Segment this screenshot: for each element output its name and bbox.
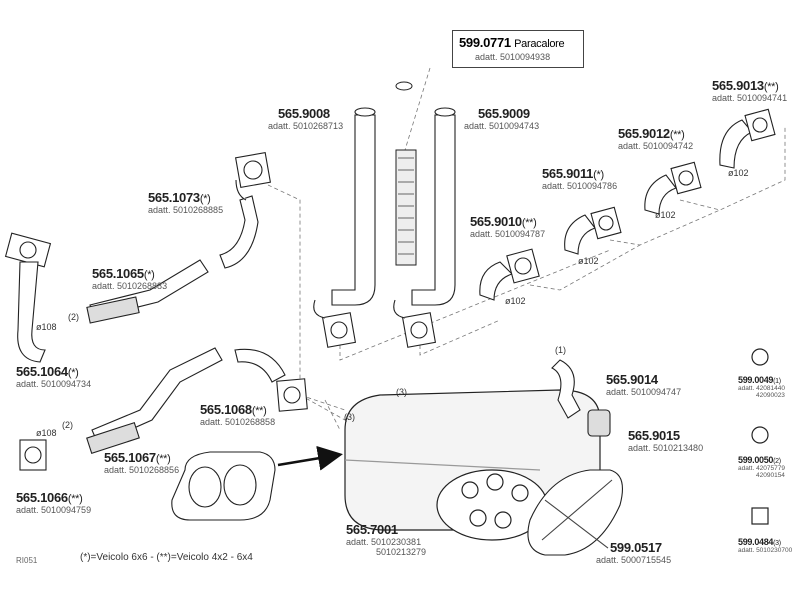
gasket-right: [527, 469, 623, 556]
diameter-label: ø108: [36, 428, 57, 438]
diagram-code: RI051: [16, 556, 38, 565]
callout: (1): [555, 345, 566, 355]
part-adatt: adatt. 5010094938: [475, 52, 551, 62]
leader-lines: [267, 67, 786, 431]
label-565-1065: 565.1065(*) adatt. 5010268883: [92, 266, 168, 291]
label-565-9011: 565.9011(*) adatt. 5010094786: [542, 166, 618, 191]
diameter-label: ø102: [505, 296, 526, 306]
diameter-label: ø102: [655, 210, 676, 220]
callout: (3): [396, 387, 407, 397]
diameter-label: ø102: [578, 256, 599, 266]
label-565-1068: 565.1068(**) adatt. 5010268858: [200, 402, 276, 427]
label-565-9014: 565.9014 adatt. 5010094747: [606, 372, 682, 397]
lower-left-pipes: [19, 347, 308, 471]
elbow-pipes: [479, 108, 776, 301]
label-565-9010: 565.9010(**) adatt. 5010094787: [470, 214, 546, 239]
callout: (2): [68, 312, 79, 322]
label-565-9008: 565.9008 adatt. 5010268713: [268, 106, 344, 131]
part-number: 599.0771 Paracalore: [459, 35, 565, 50]
label-565-9012: 565.9012(**) adatt. 5010094742: [618, 126, 694, 151]
callout: (3): [344, 412, 355, 422]
label-565-1067: 565.1067(**) adatt. 5010268856: [104, 450, 180, 475]
tail-pipe: [551, 359, 611, 437]
heat-shield-label-box: 599.0771 Paracalore adatt. 5010094938: [452, 30, 584, 68]
callout: (2): [62, 420, 73, 430]
label-565-1073: 565.1073(*) adatt. 5010268885: [148, 190, 224, 215]
label-599-0050: 599.0050(2) adatt. 42075779 42090154: [738, 455, 785, 479]
clamp-icons: [751, 348, 769, 525]
heat-shield-drawing: [395, 81, 417, 266]
legend-text: (*)=Veicolo 6x6 - (**)=Veicolo 4x2 - 6x4: [80, 552, 253, 563]
gasket-left: [171, 451, 276, 521]
label-565-9013: 565.9013(**) adatt. 5010094741: [712, 78, 788, 103]
vertical-pipes: [313, 107, 456, 348]
label-565-7001: 565.7001 adatt. 5010230381 5010213279: [346, 522, 427, 557]
label-599-0517: 599.0517 adatt. 5000715545: [596, 540, 672, 565]
label-565-9015: 565.9015 adatt. 5010213480: [628, 428, 704, 453]
upper-left-pipes: [4, 151, 272, 363]
label-565-1066: 565.1066(**) adatt. 5010094759: [16, 490, 92, 515]
label-565-9009: 565.9009 adatt. 5010094743: [464, 106, 540, 131]
assembly-arrow: [277, 445, 343, 471]
label-599-0049: 599.0049(1) adatt. 42081440 42090023: [738, 375, 785, 399]
label-599-0484: 599.0484(3) adatt. 5010230700: [738, 537, 793, 554]
diameter-label: ø108: [36, 322, 57, 332]
muffler-drawing: [344, 389, 601, 541]
label-565-1064: 565.1064(*) adatt. 5010094734: [16, 364, 92, 389]
diameter-label: ø102: [728, 168, 749, 178]
